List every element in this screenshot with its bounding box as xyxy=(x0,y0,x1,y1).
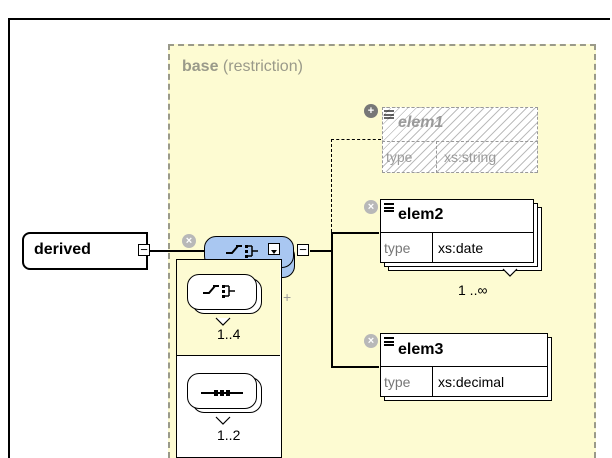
derived-label: derived xyxy=(34,241,91,258)
elem1-separator xyxy=(382,141,538,142)
elem1-name: elem1 xyxy=(398,114,444,131)
derived-collapse-button[interactable]: − xyxy=(138,243,150,256)
elem3-type-label: type xyxy=(384,374,411,390)
sequence-compositor-icon xyxy=(201,385,245,403)
derived-node[interactable] xyxy=(22,232,148,270)
base-title: base (restriction) xyxy=(182,58,303,76)
elem2-node[interactable] xyxy=(380,199,534,263)
frame-left-border xyxy=(8,18,10,458)
choice-option-cardinality: 1..4 xyxy=(217,326,241,342)
compositor-choice-icon xyxy=(226,244,266,258)
connector-elem1-vertical xyxy=(331,139,332,232)
sequence-option-marker-icon xyxy=(215,413,231,431)
elem2-remove-icon[interactable]: × xyxy=(364,200,378,214)
elem2-cardinality: 1 ..∞ xyxy=(458,282,488,298)
elem1-type-value: xs:string xyxy=(444,149,497,165)
elem3-type-value: xs:decimal xyxy=(438,374,505,390)
base-name: base xyxy=(182,58,219,75)
elem2-name: elem2 xyxy=(398,206,444,223)
elem3-separator xyxy=(380,366,548,367)
choice-option-node xyxy=(187,274,257,310)
elem3-doc-icon xyxy=(384,337,394,346)
elem1-node[interactable] xyxy=(382,107,538,173)
elem3-remove-icon[interactable]: × xyxy=(364,334,378,348)
elem2-type-label: type xyxy=(384,240,411,256)
choice-compositor-icon xyxy=(203,284,243,303)
elem2-type-divider xyxy=(432,232,433,263)
elem1-type-label: type xyxy=(386,149,413,165)
connector-elem1 xyxy=(331,139,381,140)
connector-compositor-bus xyxy=(310,250,332,252)
connector-derived-compositor xyxy=(150,250,205,252)
elem2-separator xyxy=(380,232,534,233)
sequence-option-cardinality: 1..2 xyxy=(217,427,241,443)
frame-top-border xyxy=(8,18,610,20)
connector-elem3 xyxy=(331,366,379,368)
elem2-doc-icon xyxy=(384,203,394,212)
compositor-dropdown-icon[interactable] xyxy=(268,243,280,255)
elem1-add-icon[interactable]: + xyxy=(364,104,378,118)
base-kind: (restriction) xyxy=(222,58,303,75)
compositor-plus-icon: + xyxy=(283,289,292,305)
elem2-type-value: xs:date xyxy=(438,240,484,256)
compositor-remove-icon[interactable]: × xyxy=(182,234,196,248)
choice-option-marker-icon xyxy=(215,314,231,332)
popup-option-choice[interactable]: 1..4 xyxy=(177,260,280,356)
elem1-doc-icon xyxy=(384,110,394,119)
compositor-popup: 1..4 1..2 xyxy=(176,259,282,458)
elem3-name: elem3 xyxy=(398,341,444,358)
connector-elem2 xyxy=(331,232,379,234)
elem3-node[interactable] xyxy=(380,333,548,397)
compositor-collapse-button[interactable]: − xyxy=(297,243,309,256)
connector-bus-vertical xyxy=(331,232,333,366)
elem3-type-divider xyxy=(432,366,433,397)
elem1-type-divider xyxy=(436,141,437,173)
popup-option-sequence[interactable]: 1..2 xyxy=(177,357,280,457)
elem2-sequence-marker-icon xyxy=(502,265,518,277)
